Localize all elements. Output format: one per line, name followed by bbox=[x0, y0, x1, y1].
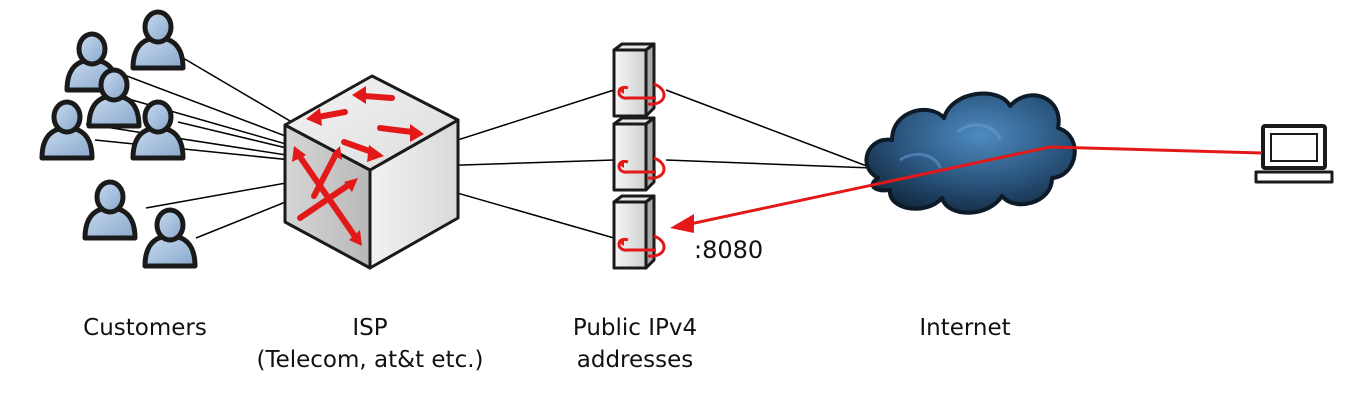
internet-label: Internet bbox=[880, 312, 1050, 344]
port-label: :8080 bbox=[694, 234, 763, 266]
server-icon bbox=[612, 42, 666, 118]
customers-label: Customers bbox=[60, 312, 230, 344]
isp-label-line1: ISP bbox=[352, 315, 388, 341]
user-icon bbox=[133, 12, 183, 68]
customers-label-text: Customers bbox=[83, 315, 207, 341]
user-icon bbox=[145, 210, 195, 266]
public-ip-label: Public IPv4 addresses bbox=[545, 312, 725, 376]
public-ip-label-line2: addresses bbox=[576, 347, 694, 373]
isp-label: ISP (Telecom, at&t etc.) bbox=[220, 312, 520, 376]
internet-label-text: Internet bbox=[919, 315, 1011, 341]
public-ip-servers bbox=[612, 42, 666, 270]
port-label-text: :8080 bbox=[694, 236, 764, 264]
public-ip-label-line1: Public IPv4 bbox=[572, 315, 698, 341]
isp-label-line2: (Telecom, at&t etc.) bbox=[256, 347, 484, 373]
laptop-icon bbox=[1254, 124, 1334, 184]
internet-links bbox=[665, 89, 873, 169]
user-icon bbox=[42, 102, 92, 158]
user-icon bbox=[133, 102, 183, 158]
port-forward-path bbox=[670, 145, 1263, 233]
user-icon bbox=[85, 182, 135, 238]
server-icon bbox=[612, 194, 666, 270]
arrowhead-icon bbox=[670, 214, 694, 233]
router-icon bbox=[283, 74, 460, 270]
cloud-icon bbox=[864, 91, 1077, 215]
server-icon bbox=[612, 116, 666, 192]
customers-group bbox=[42, 12, 195, 266]
